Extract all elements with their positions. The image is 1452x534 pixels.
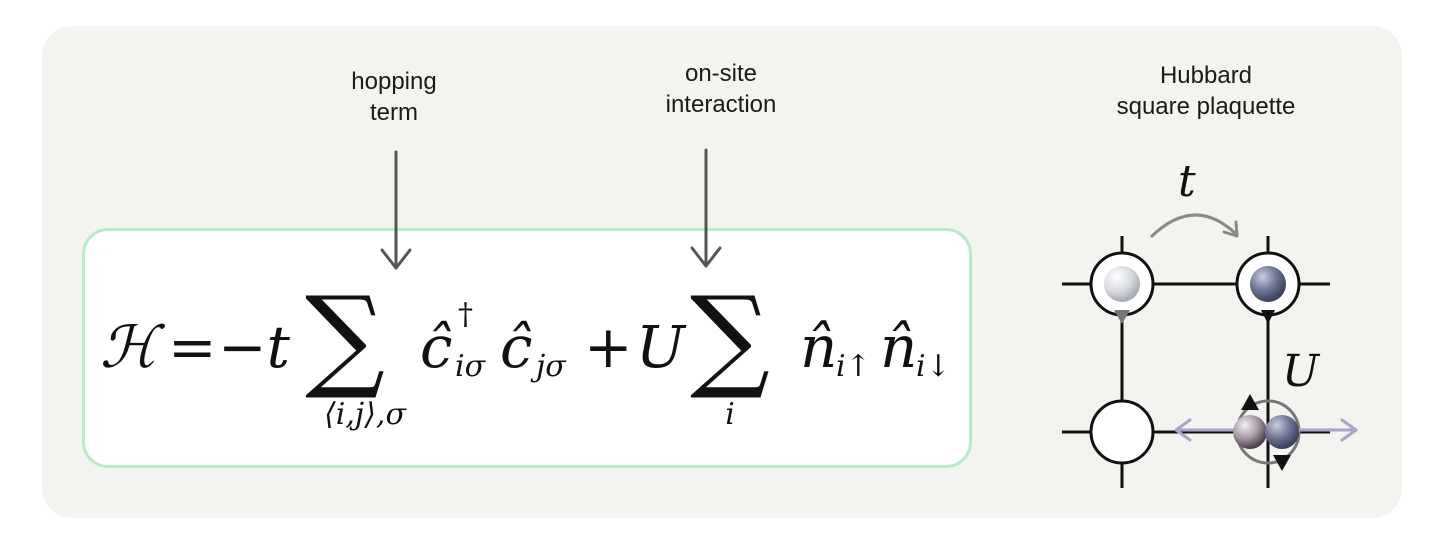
number-operator-down: n̂ [880, 313, 918, 381]
creation-subscript: iσ [455, 349, 486, 384]
equals-sign: = [168, 313, 217, 381]
hopping-pointer-arrow [380, 150, 412, 270]
hamiltonian-symbol: ℋ [100, 313, 158, 381]
electron-light [1104, 266, 1140, 302]
electron-dark [1250, 266, 1286, 302]
electron-spin-down [1265, 415, 1299, 449]
site-bottom-left [1089, 399, 1155, 465]
hopping-curve-arrow [1150, 213, 1239, 238]
spin-up-arrow [1241, 394, 1259, 410]
minus-t-term: −t [218, 313, 290, 381]
hopping-t-label: t [1178, 156, 1196, 207]
interaction-U-label: U [1282, 346, 1321, 397]
dagger-superscript: † [458, 297, 473, 332]
spin-down-marker-left [1114, 310, 1130, 324]
spin-down-arrow [1273, 455, 1291, 471]
interaction-sum-symbol: ∑ [690, 273, 770, 403]
hamiltonian-equation-box [82, 228, 972, 468]
onsite-pointer-arrow [690, 148, 722, 268]
creation-operator: ĉ [420, 313, 453, 381]
annihilation-subscript: jσ [536, 349, 566, 384]
number-down-subscript: i↓ [916, 349, 951, 384]
hopping-sum-symbol: ∑ [305, 273, 385, 403]
annihilation-operator: ĉ [500, 313, 533, 381]
plus-sign: + [584, 313, 633, 381]
interaction-sum-index: i [725, 397, 735, 432]
number-operator-up: n̂ [800, 313, 838, 381]
interaction-U: U [636, 313, 685, 381]
number-up-subscript: i↑ [836, 349, 871, 384]
spin-down-marker-right [1261, 310, 1275, 324]
electron-spin-up [1233, 415, 1267, 449]
hopping-sum-index: ⟨i,j⟩,σ [324, 397, 406, 432]
